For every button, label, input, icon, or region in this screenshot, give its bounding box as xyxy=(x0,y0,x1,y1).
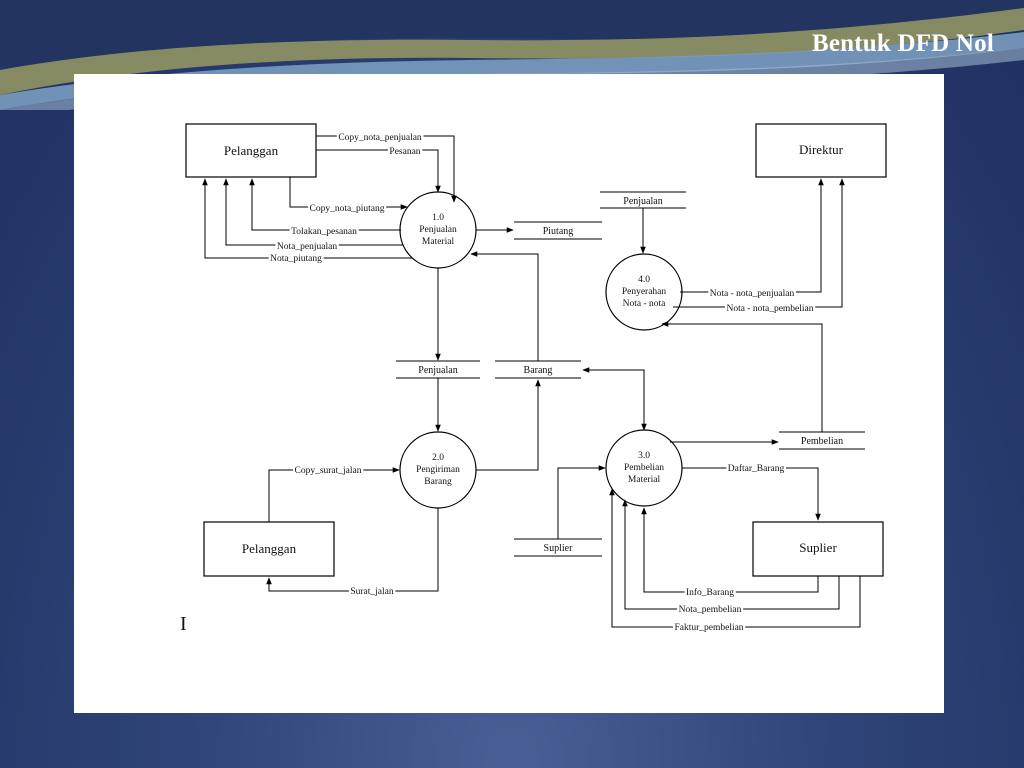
flow-label: Copy_surat_jalan xyxy=(294,466,361,476)
flow-barang-to-3 xyxy=(582,367,647,431)
process-name-line: Barang xyxy=(424,477,452,487)
process-number: 2.0 xyxy=(432,453,444,463)
process-name-line: Material xyxy=(422,237,455,247)
label-backdrop xyxy=(387,147,423,157)
flow-label: Info_Barang xyxy=(686,587,734,598)
flow-pesanan: Pesanan xyxy=(316,147,441,193)
label-backdrop xyxy=(348,587,396,597)
label-backdrop xyxy=(672,623,746,633)
entity-label: Direktur xyxy=(799,142,844,157)
store-pembelian: Pembelian xyxy=(779,431,865,450)
flow-copy-nota-penjualan: Copy_nota_penjualan xyxy=(316,133,457,203)
label-backdrop xyxy=(292,466,364,476)
flow-nota-nota-pembelian: Nota - nota_pembelian xyxy=(673,178,845,314)
flow-tolakan-pesanan: Tolakan_pesanan xyxy=(249,178,401,237)
label-backdrop xyxy=(416,365,460,376)
label-backdrop xyxy=(268,254,324,264)
label-backdrop xyxy=(275,242,339,252)
process-3-pembelian-material: 3.0 Pembelian Material xyxy=(605,429,683,507)
label-backdrop xyxy=(541,226,575,237)
label-backdrop xyxy=(289,227,359,237)
store-label: Suplier xyxy=(544,543,574,554)
flow-copy-nota-piutang: Copy_nota_piutang xyxy=(289,177,408,214)
dfd-level-zero-diagram: Pelanggan Direktur Pelanggan Suplier 1.0… xyxy=(180,123,887,635)
store-label: Pembelian xyxy=(801,436,843,447)
flow-label: Nota - nota_penjualan xyxy=(710,289,795,299)
process-number: 3.0 xyxy=(638,451,650,461)
entity-label: Pelanggan xyxy=(242,541,297,556)
flow-2-to-barang xyxy=(476,379,541,471)
label-backdrop xyxy=(621,196,665,207)
text-cursor-mark: I xyxy=(180,613,187,635)
flow-label: Surat_jalan xyxy=(350,587,394,597)
label-backdrop xyxy=(336,133,424,143)
label-backdrop xyxy=(724,304,816,314)
flow-barang-to-1 xyxy=(470,251,539,361)
store-barang: Barang xyxy=(495,360,581,379)
entity-label: Suplier xyxy=(799,540,837,555)
store-label: Penjualan xyxy=(623,196,662,207)
store-suplier: Suplier xyxy=(514,538,602,557)
label-backdrop xyxy=(522,365,554,376)
diagram-canvas: Pelanggan Direktur Pelanggan Suplier 1.0… xyxy=(74,74,944,713)
entity-label: Pelanggan xyxy=(224,143,279,158)
flow-daftar-barang: Daftar_Barang xyxy=(682,463,821,521)
process-name-line: Pembelian xyxy=(624,463,664,473)
store-penjualan-right: Penjualan xyxy=(600,191,686,209)
label-backdrop xyxy=(677,605,744,615)
process-name-line: Material xyxy=(628,475,661,485)
store-piutang: Piutang xyxy=(514,221,602,240)
entity-direktur: Direktur xyxy=(755,123,887,178)
process-4-penyerahan-nota: 4.0 Penyerahan Nota - nota xyxy=(605,253,683,331)
label-backdrop xyxy=(799,436,845,447)
flow-label: Nota - nota_pembelian xyxy=(726,304,813,314)
slide-title: Bentuk DFD Nol xyxy=(812,30,994,57)
store-label: Penjualan xyxy=(418,365,457,376)
flow-label: Daftar_Barang xyxy=(728,463,785,474)
flow-label: Tolakan_pesanan xyxy=(291,227,357,237)
flow-suplier-store-to-3 xyxy=(557,465,606,539)
flow-nota-piutang: Nota_piutang xyxy=(202,178,412,264)
label-backdrop xyxy=(308,204,387,214)
flow-label: Nota_penjualan xyxy=(277,242,337,252)
process-name-line: Penyerahan xyxy=(622,287,667,297)
process-number: 4.0 xyxy=(638,275,650,285)
process-name-line: Pengiriman xyxy=(416,465,460,475)
flow-surat-jalan: Surat_jalan xyxy=(266,508,439,597)
label-backdrop xyxy=(708,289,796,299)
flow-label: Copy_nota_piutang xyxy=(310,204,385,214)
flow-label: Copy_nota_penjualan xyxy=(338,133,422,143)
label-backdrop xyxy=(684,587,736,598)
label-backdrop xyxy=(726,463,786,474)
entity-pelanggan-top: Pelanggan xyxy=(185,123,317,178)
flow-info-barang: Info_Barang xyxy=(641,507,819,598)
process-number: 1.0 xyxy=(432,213,444,223)
entity-suplier: Suplier xyxy=(752,521,884,577)
flow-pembelian-to-4 xyxy=(661,321,823,432)
flow-label: Faktur_pembelian xyxy=(674,623,743,633)
store-label: Barang xyxy=(524,365,553,376)
process-2-pengiriman-barang: 2.0 Pengiriman Barang xyxy=(399,431,477,509)
store-label: Piutang xyxy=(543,226,574,237)
flow-label: Nota_pembelian xyxy=(679,605,742,615)
flow-copy-surat-jalan: Copy_surat_jalan xyxy=(268,466,400,522)
flow-label: Pesanan xyxy=(389,147,420,157)
flow-faktur-pembelian: Faktur_pembelian xyxy=(609,488,861,633)
flow-nota-pembelian: Nota_pembelian xyxy=(622,499,840,615)
flow-nota-penjualan: Nota_penjualan xyxy=(223,178,403,252)
flow-label: Nota_piutang xyxy=(270,254,322,264)
entity-pelanggan-bottom: Pelanggan xyxy=(203,521,335,577)
process-name-line: Penjualan xyxy=(419,225,457,235)
store-penjualan-mid: Penjualan xyxy=(396,360,480,379)
flow-nota-nota-penjualan: Nota - nota_penjualan xyxy=(680,178,824,299)
process-name-line: Nota - nota xyxy=(623,299,667,309)
process-1-penjualan-material: 1.0 Penjualan Material xyxy=(399,191,477,269)
label-backdrop xyxy=(542,543,575,554)
